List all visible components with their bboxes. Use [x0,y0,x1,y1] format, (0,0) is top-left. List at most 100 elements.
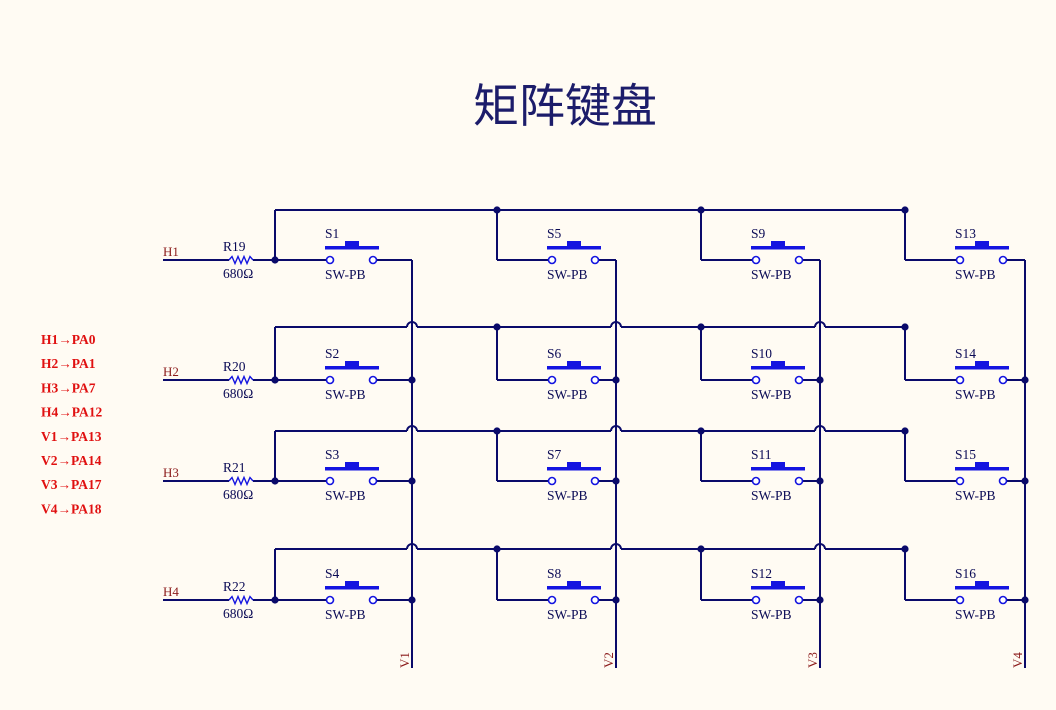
switch-actuator-bar [547,467,601,471]
switch-actuator-bar [955,586,1009,590]
switch-designator: S11 [751,447,772,462]
switch-button-cap [345,581,359,587]
resistor-symbol [228,254,254,266]
resistor-value: 680Ω [223,266,253,281]
switch-type-label: SW-PB [325,607,366,622]
switch-type-label: SW-PB [751,267,792,282]
junction-dot [493,323,501,331]
switch-designator: S3 [325,447,340,462]
switch-actuator-bar [547,586,601,590]
switch-designator: S7 [547,447,562,462]
switch-pin [547,476,557,486]
switch-button-cap [771,462,785,468]
switch-button-cap [771,241,785,247]
switch-pin [751,375,761,385]
switch-pin [325,375,335,385]
switch-actuator-bar [955,467,1009,471]
switch-pin [998,595,1008,605]
switch-type-label: SW-PB [547,267,588,282]
wires [163,206,1029,668]
switch-type-label: SW-PB [325,488,366,503]
switch-pin [794,595,804,605]
switch-pin [590,375,600,385]
switch-pin [955,476,965,486]
junction-dot [612,376,620,384]
switch-button-cap [975,361,989,367]
junction-dot [697,206,705,214]
switch-button-cap [345,361,359,367]
switch-pin [794,375,804,385]
switch-designator: S2 [325,346,339,361]
switch-designator: S5 [547,226,562,241]
switch-designator: S12 [751,566,772,581]
switch-designator: S4 [325,566,340,581]
resistor-designator: R19 [223,239,246,254]
switch-pin [998,255,1008,265]
pin-map-item: H2→PA1 [41,356,96,371]
switch-actuator-bar [751,246,805,250]
switch-button-cap [567,241,581,247]
switch-button-cap [975,462,989,468]
switch-designator: S14 [955,346,976,361]
switch-pin [751,476,761,486]
switch-actuator-bar [955,246,1009,250]
schematic-title: 矩阵键盘 [473,79,657,133]
switch-pin [368,375,378,385]
switch-actuator-bar [751,467,805,471]
pin-map-item: H4→PA12 [41,405,102,420]
resistor-designator: R22 [223,579,246,594]
pin-mapping-list: H1→PA0H2→PA1H3→PA7H4→PA12V1→PA13V2→PA14V… [41,332,102,516]
switch-pin [325,476,335,486]
switch-designator: S16 [955,566,976,581]
switch-actuator-bar [325,586,379,590]
switch-button-cap [345,241,359,247]
switch-type-label: SW-PB [955,267,996,282]
switch-pin [955,255,965,265]
junction-dot [408,477,416,485]
junction-dot [1021,477,1029,485]
switch-actuator-bar [955,366,1009,370]
switch-designator: S15 [955,447,976,462]
junction-dot [816,596,824,604]
switch-actuator-bar [751,586,805,590]
resistor-designator: R21 [223,460,246,475]
switch-pin [368,255,378,265]
junction-dot [697,427,705,435]
junction-dot [493,206,501,214]
pin-map-item: V2→PA14 [41,453,102,468]
switch-actuator-bar [325,246,379,250]
switch-actuator-bar [547,246,601,250]
switch-designator: S9 [751,226,766,241]
switch-type-label: SW-PB [751,607,792,622]
junction-dot [408,376,416,384]
switch-button-cap [567,581,581,587]
junction-dot [697,323,705,331]
junction-dot [493,427,501,435]
switch-type-label: SW-PB [955,387,996,402]
switch-pin [590,255,600,265]
switch-designator: S8 [547,566,562,581]
switch-type-label: SW-PB [325,267,366,282]
resistor-value: 680Ω [223,606,253,621]
junction-dot [612,477,620,485]
switch-pin [998,375,1008,385]
switch-actuator-bar [751,366,805,370]
switch-type-label: SW-PB [547,607,588,622]
switch-type-label: SW-PB [751,387,792,402]
row-net-label: H2 [163,364,179,379]
resistor-symbol [228,374,254,386]
switch-button-cap [771,581,785,587]
row-net-label: H1 [163,244,179,259]
switch-pin [751,595,761,605]
pin-map-item: H3→PA7 [41,380,96,395]
resistor-designator: R20 [223,359,246,374]
switch-type-label: SW-PB [955,488,996,503]
column-net-label: V2 [601,652,616,668]
switch-type-label: SW-PB [547,488,588,503]
switch-button-cap [771,361,785,367]
switch-pin [955,595,965,605]
switch-button-cap [567,361,581,367]
junction-dot [612,596,620,604]
